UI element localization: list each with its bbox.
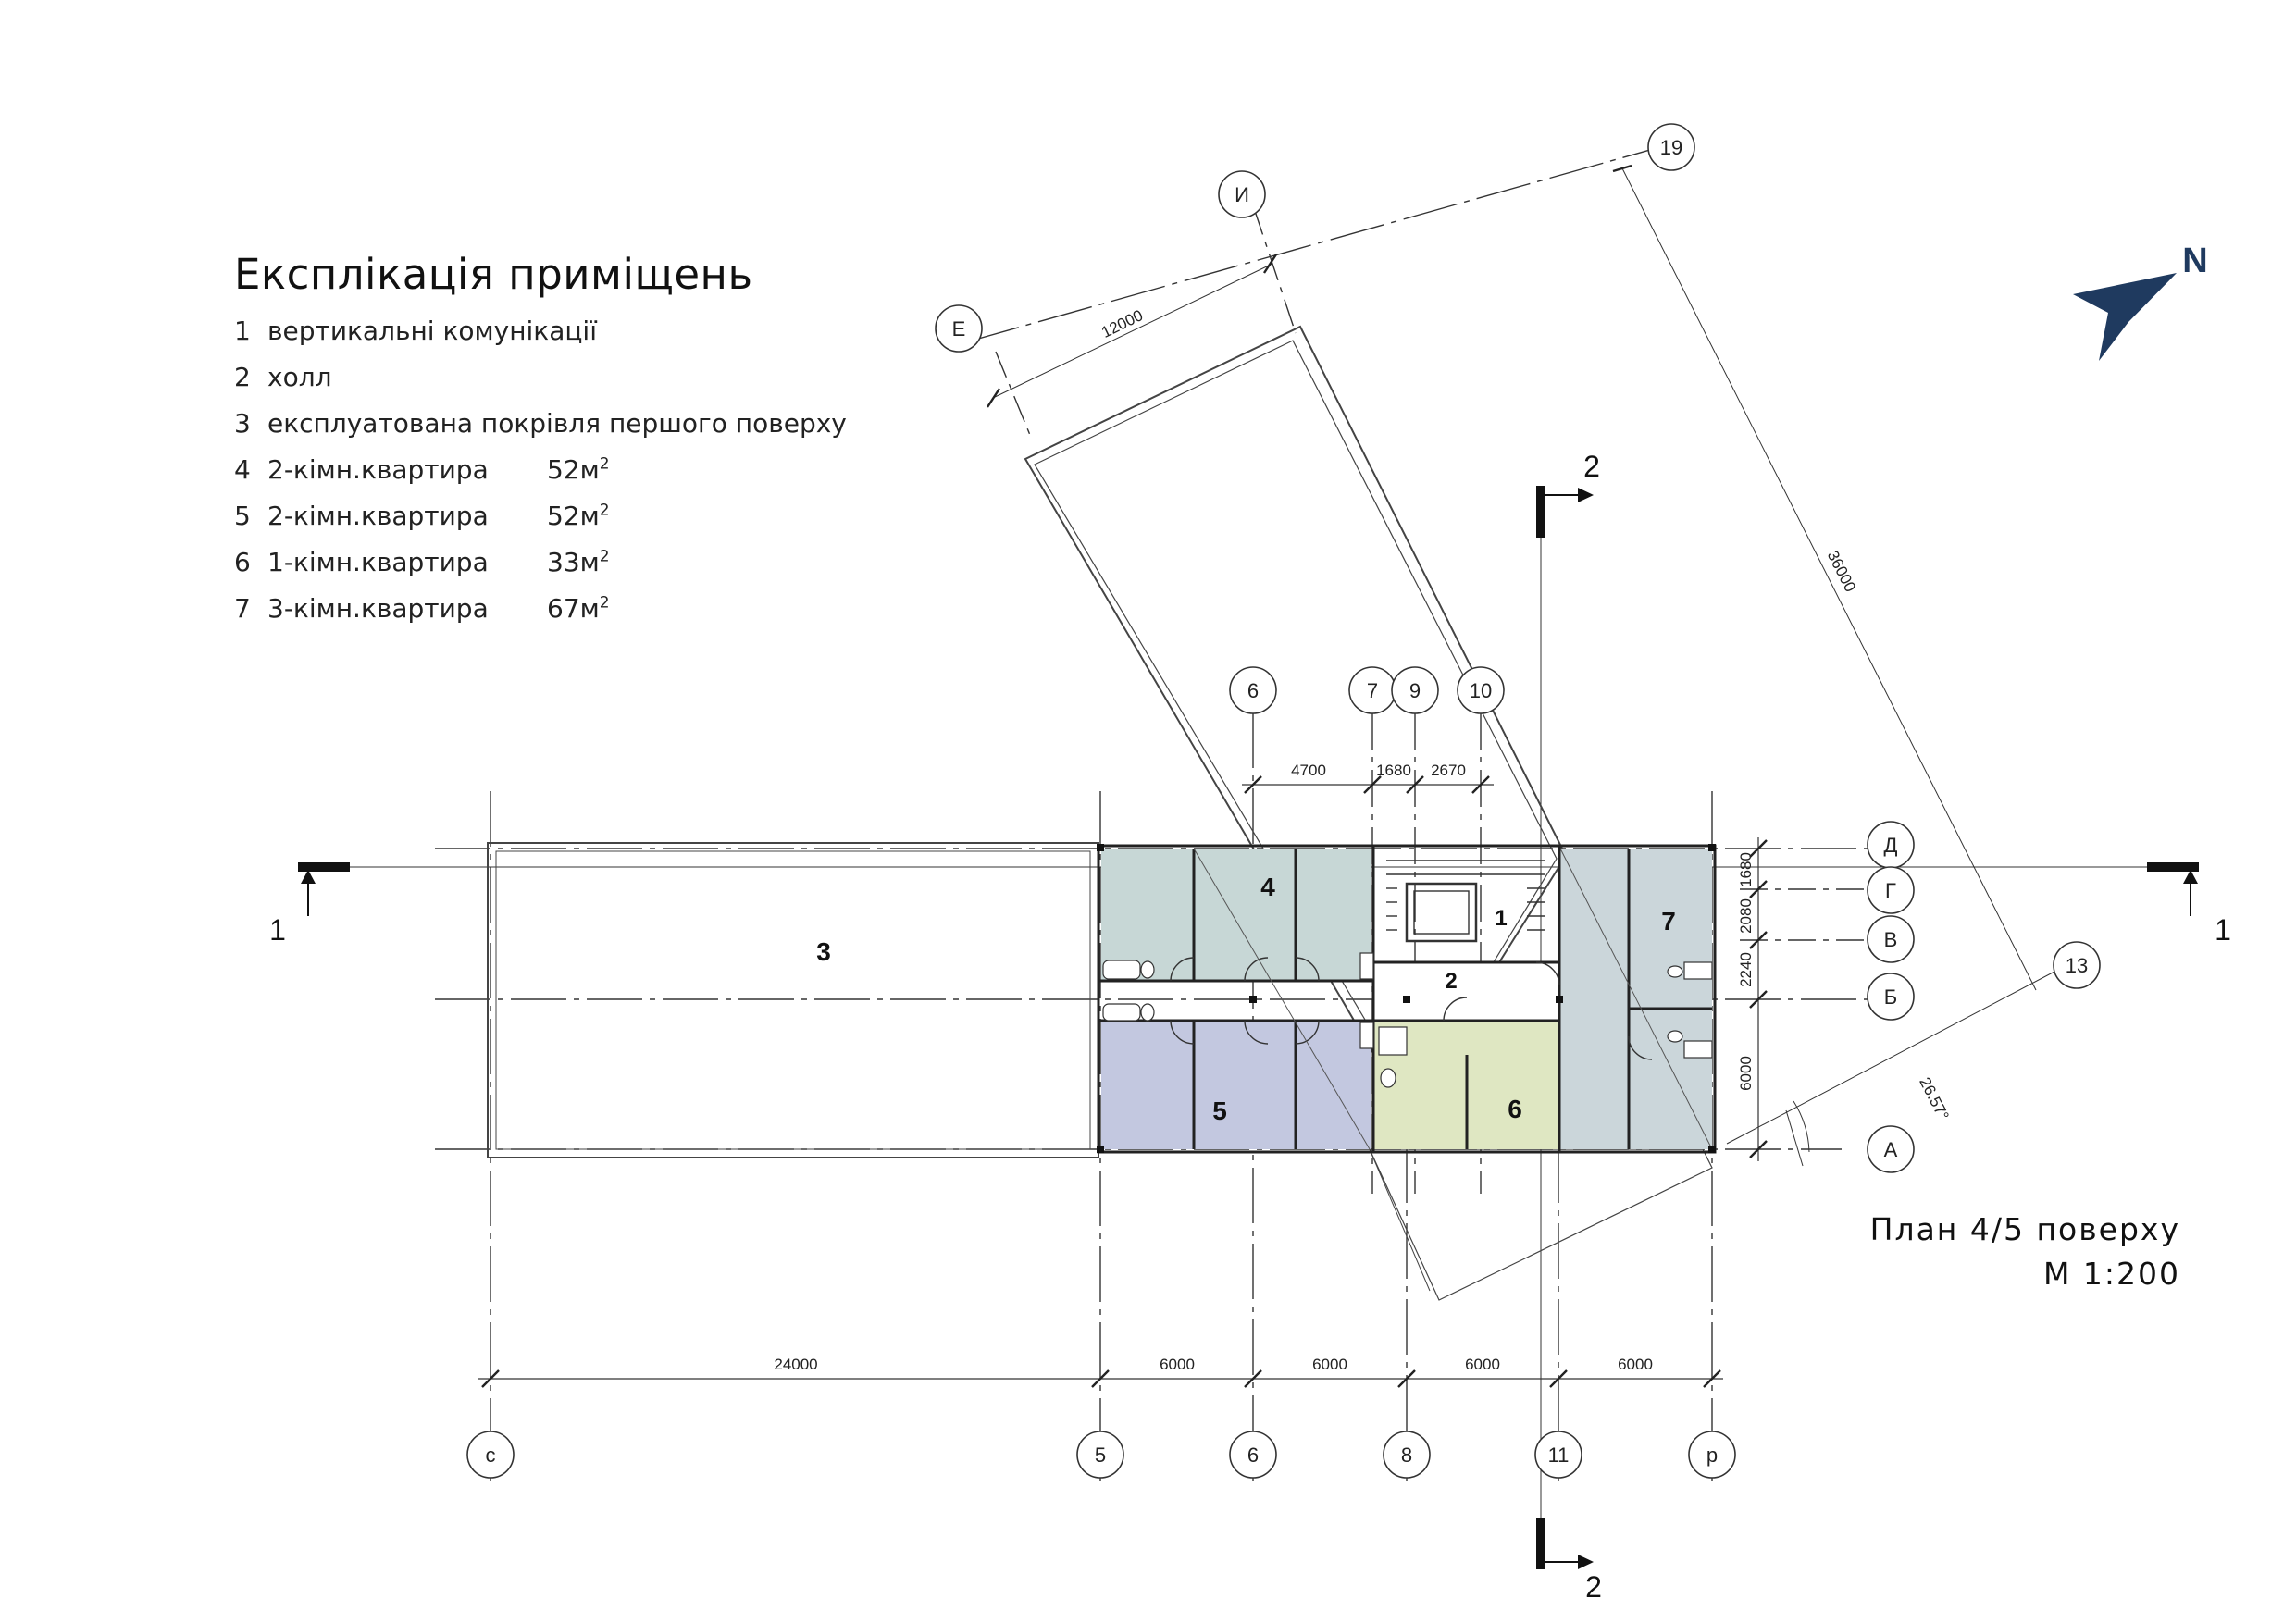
legend-item: 5 2-кімн.квартира 52м2 xyxy=(234,501,847,547)
axis-I-label: И xyxy=(1235,183,1249,206)
axis-top-9-label: 9 xyxy=(1409,679,1421,702)
room-2-label: 2 xyxy=(1445,969,1457,994)
legend-item-area: 67м2 xyxy=(547,593,610,624)
legend-item: 6 1-кімн.квартира 33м2 xyxy=(234,547,847,593)
north-label: N xyxy=(2182,242,2207,280)
dim-6000-d: 6000 xyxy=(1618,1356,1653,1373)
legend-item-num: 6 xyxy=(234,547,251,577)
axis-p-label: р xyxy=(1706,1443,1718,1467)
section-1-left-label: 1 xyxy=(269,913,286,947)
legend-item-text: експлуатована покрівля першого поверху xyxy=(267,408,847,439)
legend-item: 1 вертикальні комунікації xyxy=(234,316,847,362)
legend-item: 3 експлуатована покрівля першого поверху xyxy=(234,408,847,454)
legend-item-num: 4 xyxy=(234,454,251,485)
legend-item-num: 7 xyxy=(234,593,251,624)
dim-2080: 2080 xyxy=(1737,898,1755,934)
dim-1680-top: 1680 xyxy=(1376,762,1411,779)
axis-E-label: Е xyxy=(952,317,966,341)
apartment-5-fill xyxy=(1101,1021,1371,1149)
apartment-4-fill xyxy=(1101,849,1371,980)
dim-24000: 24000 xyxy=(774,1356,817,1373)
plan-caption: План 4/5 поверху М 1:200 xyxy=(1870,1208,2180,1296)
legend-item-area: 33м2 xyxy=(547,547,610,577)
legend-item-area: 52м2 xyxy=(547,454,610,485)
dim-6000-c: 6000 xyxy=(1465,1356,1500,1373)
plan-scale: М 1:200 xyxy=(2042,1256,2180,1292)
hall-fill xyxy=(1374,962,1559,1021)
section-1-right-label: 1 xyxy=(2215,913,2231,947)
axis-19-label: 19 xyxy=(1660,136,1682,159)
legend-item: 2 холл xyxy=(234,362,847,408)
axis-G-label: Г xyxy=(1885,879,1896,902)
axis-top-6-label: 6 xyxy=(1247,679,1259,702)
dim-2670: 2670 xyxy=(1431,762,1466,779)
room-4-label: 4 xyxy=(1260,873,1275,901)
axis-B-label: Б xyxy=(1884,985,1897,1009)
dim-4700: 4700 xyxy=(1291,762,1326,779)
axis-top-10-label: 10 xyxy=(1470,679,1492,702)
axis-top-7-label: 7 xyxy=(1367,679,1378,702)
legend-item: 4 2-кімн.квартира 52м2 xyxy=(234,454,847,501)
room-5-label: 5 xyxy=(1212,1096,1227,1125)
dim-6000-right: 6000 xyxy=(1737,1056,1755,1091)
legend-item: 7 3-кімн.квартира 67м2 xyxy=(234,593,847,639)
legend-item-num: 5 xyxy=(234,501,251,531)
legend-item-text: 3-кімн.квартира xyxy=(267,593,489,624)
dim-1680-right: 1680 xyxy=(1737,852,1755,887)
legend-item-text: холл xyxy=(267,362,332,392)
room-1-label: 1 xyxy=(1495,906,1507,931)
plan-title: План 4/5 поверху xyxy=(1869,1211,2180,1247)
axis-8-label: 8 xyxy=(1401,1443,1412,1467)
dim-36000: 36000 xyxy=(1824,548,1859,595)
section-2-bottom-label: 2 xyxy=(1585,1570,1602,1604)
room-legend: Експлікація приміщень 1 вертикальні кому… xyxy=(234,250,847,639)
dim-angle: 26.57° xyxy=(1916,1074,1952,1123)
legend-title: Експлікація приміщень xyxy=(234,250,753,299)
legend-item-num: 1 xyxy=(234,316,251,346)
legend-item-text: 2-кімн.квартира xyxy=(267,454,489,485)
dim-6000-a: 6000 xyxy=(1160,1356,1195,1373)
north-arrow-icon: N xyxy=(2073,242,2208,361)
room-7-label: 7 xyxy=(1661,907,1676,935)
axis-11-label: 11 xyxy=(1548,1443,1570,1467)
axis-6-label: 6 xyxy=(1247,1443,1259,1467)
legend-item-text: 2-кімн.квартира xyxy=(267,501,489,531)
room-3-label: 3 xyxy=(816,937,831,966)
axis-D-label: Д xyxy=(1884,834,1898,857)
legend-item-num: 3 xyxy=(234,408,251,439)
dim-2240: 2240 xyxy=(1737,952,1755,987)
axis-5-label: 5 xyxy=(1095,1443,1106,1467)
legend-item-area: 52м2 xyxy=(547,501,610,531)
legend-item-num: 2 xyxy=(234,362,251,392)
axis-13-label: 13 xyxy=(2066,954,2088,977)
axis-V-label: В xyxy=(1884,928,1898,951)
axis-A-label: А xyxy=(1884,1138,1898,1161)
legend-item-text: вертикальні комунікації xyxy=(267,316,597,346)
dim-6000-b: 6000 xyxy=(1312,1356,1347,1373)
legend-item-text: 1-кімн.квартира xyxy=(267,547,489,577)
axis-c-label: с xyxy=(486,1443,496,1467)
room-6-label: 6 xyxy=(1508,1095,1522,1123)
section-2-top-label: 2 xyxy=(1583,450,1600,483)
